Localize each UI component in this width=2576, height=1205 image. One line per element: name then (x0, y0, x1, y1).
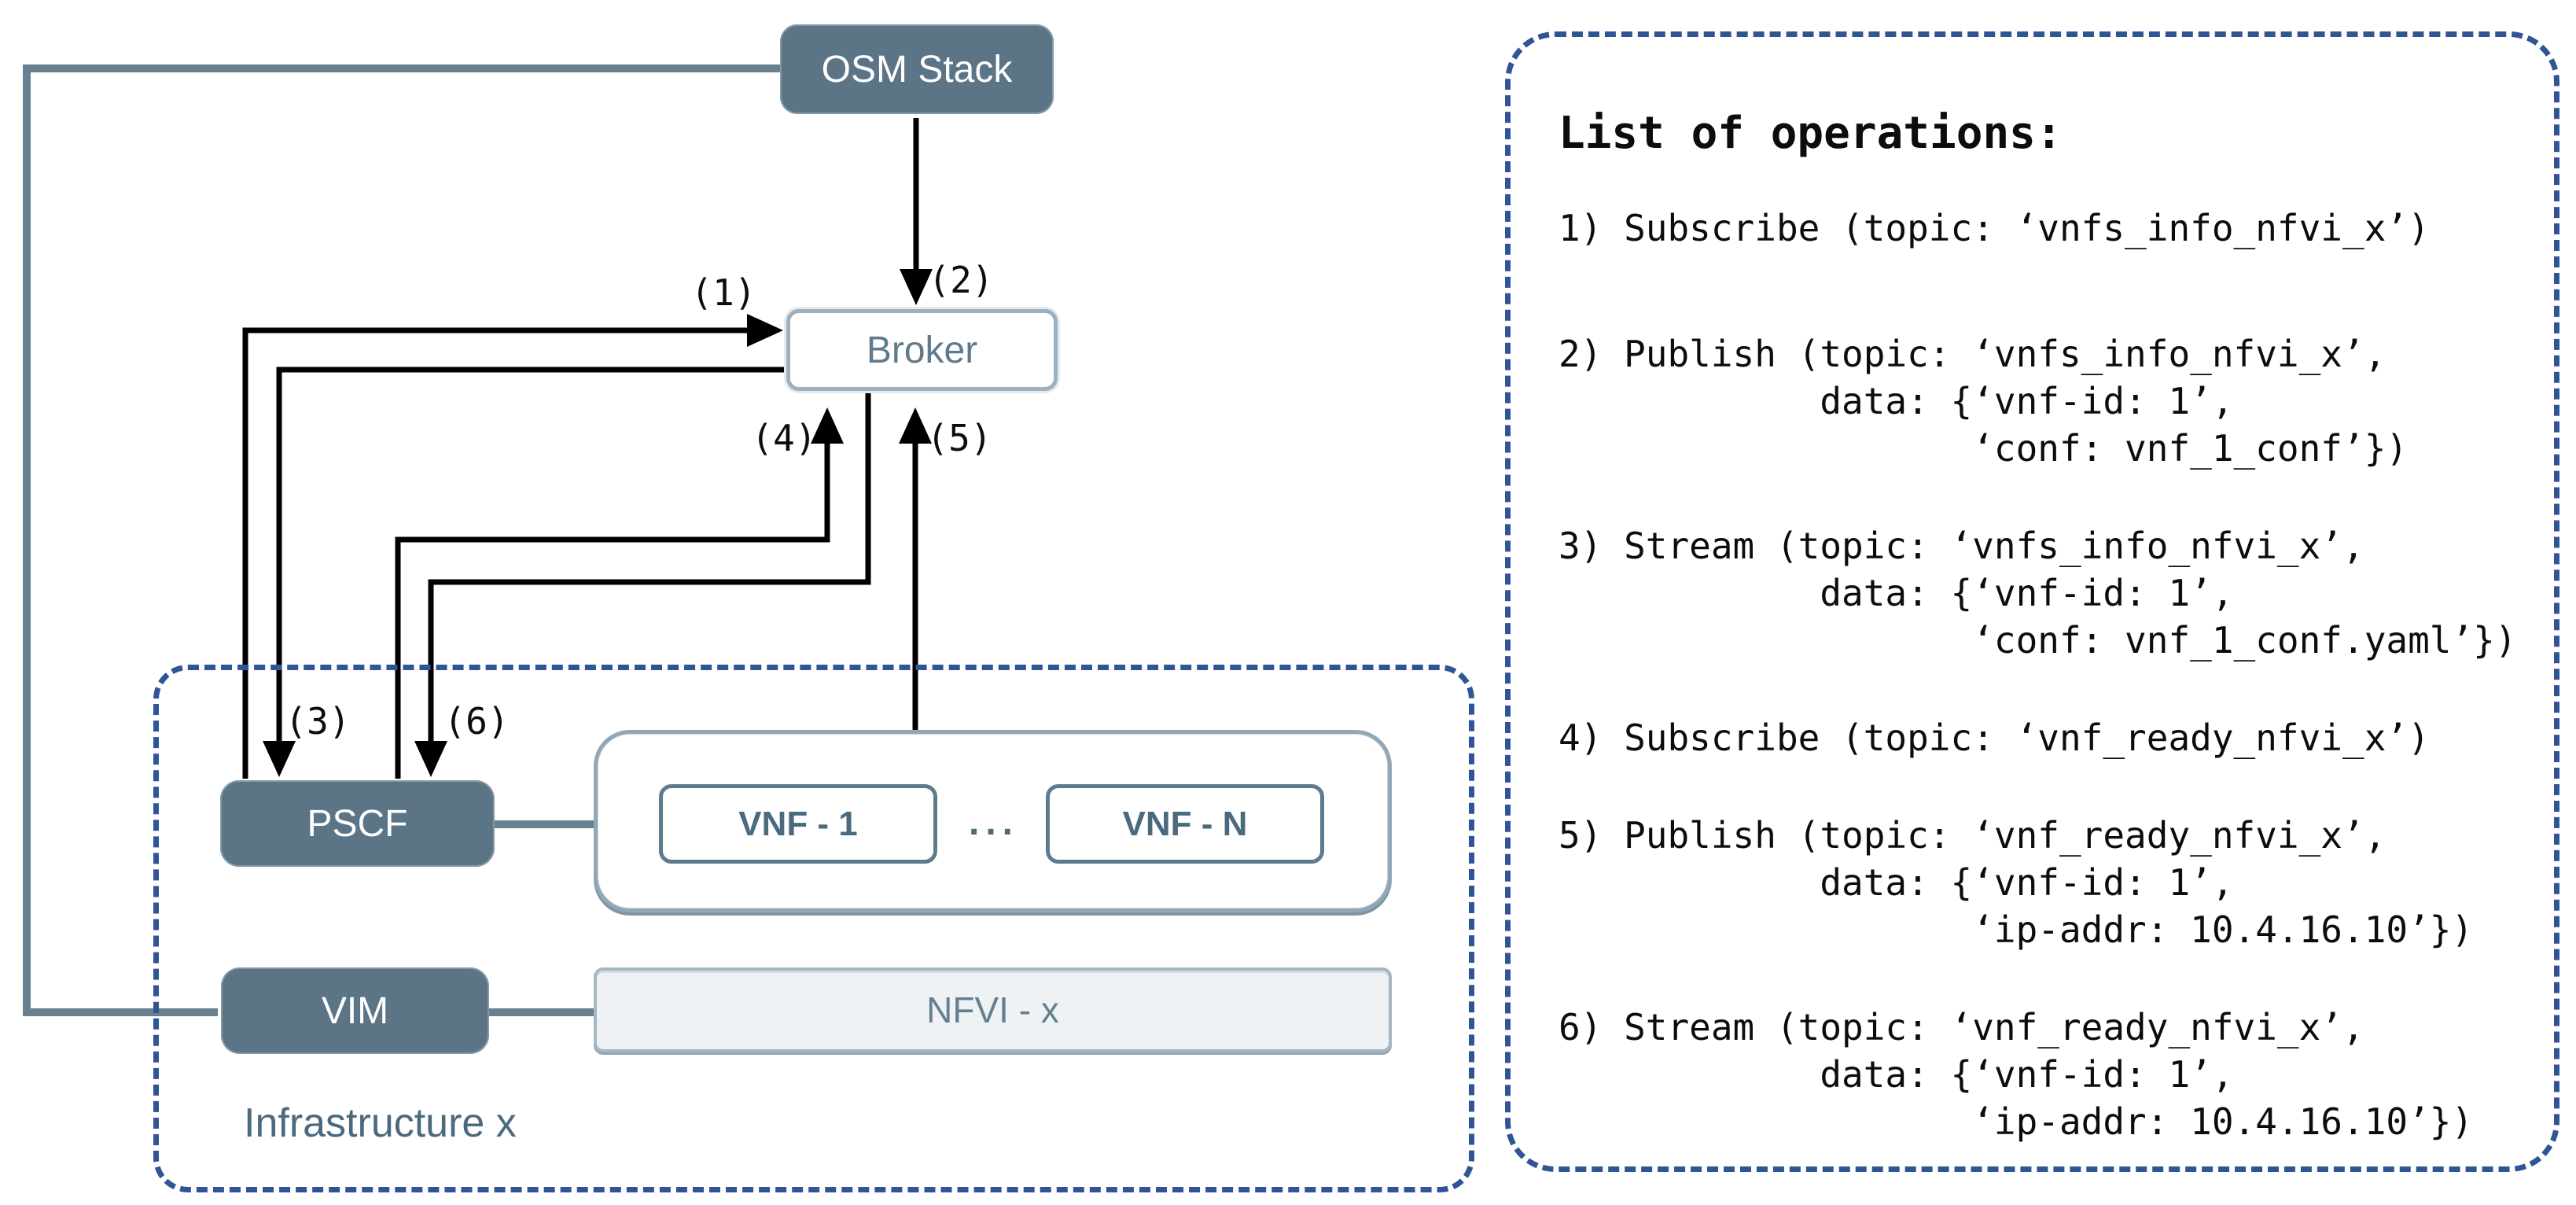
vnf-1-label: VNF - 1 (738, 804, 858, 843)
operation-item-5: 5) Publish (topic: ‘vnf_ready_nfvi_x’, d… (1558, 814, 2474, 951)
vnf-n-node: VNF - N (1046, 784, 1324, 864)
nfvi-label: NFVI - x (926, 989, 1059, 1030)
infrastructure-label: Infrastructure x (244, 1100, 517, 1146)
pscf-label: PSCF (307, 802, 408, 845)
vnf-n-label: VNF - N (1122, 804, 1248, 843)
arrow-1-subscribe (242, 327, 750, 779)
osm-stack-node: OSM Stack (780, 24, 1054, 114)
arrow-label-5: (5) (926, 417, 992, 459)
operations-panel (1505, 31, 2559, 1172)
arrow-4-head (811, 407, 844, 444)
broker-node: Broker (786, 309, 1058, 391)
arrow-5-head (899, 407, 932, 444)
osm-vim-link (23, 64, 780, 1016)
operation-item-2: 2) Publish (topic: ‘vnfs_info_nfvi_x’, d… (1558, 333, 2409, 470)
operation-item-4: 4) Subscribe (topic: ‘vnf_ready_nfvi_x’) (1558, 717, 2430, 759)
arrow-3-head (263, 741, 296, 777)
nfvi-node: NFVI - x (594, 967, 1392, 1052)
arrow-2-head (900, 269, 933, 305)
arrow-4-subscribe (395, 440, 830, 779)
osm-stack-label: OSM Stack (821, 48, 1013, 90)
operations-title: List of operations: (1558, 108, 2063, 159)
arrow-3-stream (276, 367, 786, 743)
arrow-6-head (414, 741, 447, 777)
operation-item-3: 3) Stream (topic: ‘vnfs_info_nfvi_x’, da… (1558, 525, 2517, 661)
vnf-1-node: VNF - 1 (659, 784, 937, 864)
operations-list: List of operations: 1) Subscribe (topic:… (1505, 31, 2559, 1172)
vim-label: VIM (321, 989, 389, 1032)
arrow-label-6: (6) (443, 700, 510, 743)
operation-item-1: 1) Subscribe (topic: ‘vnfs_info_nfvi_x’) (1558, 207, 2430, 249)
infrastructure-boundary (153, 665, 1474, 1192)
broker-label: Broker (866, 329, 978, 371)
arrow-label-2: (2) (928, 259, 994, 301)
arrow-label-3: (3) (285, 700, 351, 743)
vnf-ellipsis: ... (968, 801, 1019, 843)
vim-node: VIM (221, 967, 489, 1054)
pscf-node: PSCF (220, 780, 495, 867)
arrow-6-stream (428, 392, 871, 743)
operation-item-6: 6) Stream (topic: ‘vnf_ready_nfvi_x’, da… (1558, 1006, 2474, 1143)
arrow-1-head (747, 314, 783, 347)
arrow-label-4: (4) (751, 417, 817, 459)
arrow-label-1: (1) (690, 271, 756, 314)
